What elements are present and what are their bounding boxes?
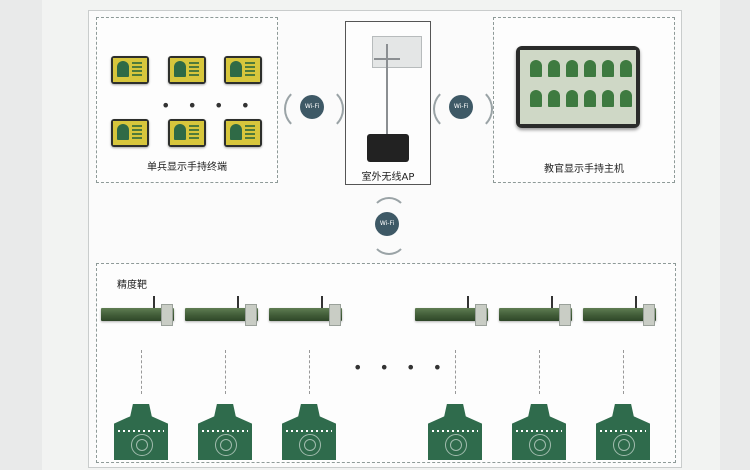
ellipsis-dots: • • • •	[161, 96, 257, 115]
right-sidebar	[720, 0, 750, 470]
instructor-tablet	[516, 46, 640, 128]
outdoor-ap-box: 室外无线AP	[345, 21, 431, 185]
outdoor-ap-label: 室外无线AP	[361, 172, 415, 183]
ap-device	[367, 134, 409, 162]
silhouette-target	[512, 404, 566, 460]
wifi-link-right: Wi-Fi	[431, 81, 493, 131]
soldier-terminal	[224, 119, 262, 147]
instructor-host-box: 教官显示手持主机	[493, 17, 675, 183]
wifi-icon: Wi-Fi	[449, 95, 473, 119]
silhouette-target	[428, 404, 482, 460]
target-rail	[499, 308, 572, 321]
soldier-terminal	[168, 56, 206, 84]
silhouette-target	[282, 404, 336, 460]
left-sidebar	[0, 0, 42, 470]
target-rail	[269, 308, 342, 321]
precision-targets-box: 精度靶 • • • •	[96, 263, 676, 463]
silhouette-target	[198, 404, 252, 460]
signal-icon: Wi-Fi	[367, 197, 407, 255]
wifi-icon: Wi-Fi	[300, 95, 324, 119]
instructor-host-label: 教官显示手持主机	[544, 164, 624, 175]
target-rail	[185, 308, 258, 321]
wifi-icon: Wi-Fi	[375, 212, 399, 236]
wifi-link-left: Wi-Fi	[282, 81, 344, 131]
ellipsis-dots: • • • •	[353, 358, 449, 377]
soldier-terminal	[168, 119, 206, 147]
target-rail	[583, 308, 656, 321]
target-rail	[415, 308, 488, 321]
soldier-terminal	[111, 56, 149, 84]
silhouette-target	[596, 404, 650, 460]
soldier-terminal	[224, 56, 262, 84]
soldier-terminals-box: • • • • 单兵显示手持终端	[96, 17, 278, 183]
target-rail	[101, 308, 174, 321]
silhouette-target	[114, 404, 168, 460]
precision-targets-label: 精度靶	[117, 280, 147, 291]
system-diagram-frame: • • • • 单兵显示手持终端 Wi-Fi 室外无线AP Wi-Fi	[88, 10, 682, 468]
soldier-terminal	[111, 119, 149, 147]
soldier-terminals-label: 单兵显示手持终端	[147, 162, 227, 173]
